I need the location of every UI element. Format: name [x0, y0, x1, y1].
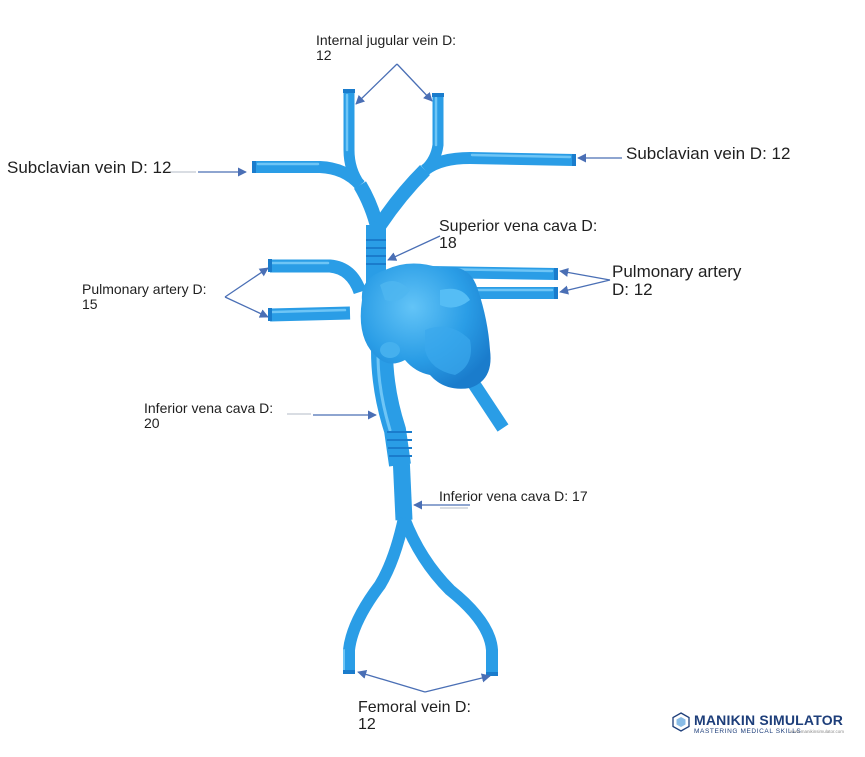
label-inferior-vena-cava-lower: Inferior vena cava D: 17: [439, 488, 588, 504]
annotation-arrows: [198, 63, 622, 693]
arrow-jugular-right: [396, 63, 433, 102]
arrow-femoral-left: [357, 669, 426, 693]
left-pulmonary-artery-upper: [270, 259, 367, 295]
arrow-svc: [387, 235, 441, 261]
label-internal-jugular-vein: Internal jugular vein D: 12: [316, 33, 456, 62]
inferior-vena-cava-lower: [392, 454, 413, 521]
descending-stub: [464, 374, 509, 432]
label-pulmonary-right-line2: D: 12: [612, 279, 653, 299]
right-femoral-vein: [398, 515, 498, 674]
label-superior-vena-cava: Superior vena cava D: 18: [439, 218, 598, 253]
label-ivc-upper-line2: 20: [144, 414, 160, 431]
label-svc-line2: 18: [439, 234, 457, 252]
label-internal-jugular-line2: 12: [316, 46, 332, 63]
ivc-connector-rings: [387, 431, 412, 457]
label-pulmonary-right-line1: Pulmonary artery: [612, 262, 742, 281]
logo-brand-text: MANIKIN SIMULATOR: [694, 712, 844, 728]
logo-url: www.manikinsimulator.com: [790, 729, 845, 734]
svc-connector-rings: [366, 239, 386, 265]
label-ivc-upper-line1: Inferior vena cava D:: [144, 400, 274, 416]
left-pulmonary-artery-lower: [269, 306, 351, 322]
arrow-pulmonary-left-lower: [224, 296, 269, 318]
label-internal-jugular-line1: Internal jugular vein D:: [316, 32, 457, 48]
logo-tagline: MASTERING MEDICAL SKILLS: [694, 728, 802, 735]
label-pulmonary-artery-right: Pulmonary artery D: 12: [612, 263, 741, 299]
label-smudges: [170, 171, 468, 509]
heart-model: [360, 263, 491, 389]
logo-mark-icon: [672, 712, 690, 732]
left-subclavian-vein: [254, 161, 365, 190]
left-femoral-vein: [343, 516, 410, 672]
right-brachiocephalic-vein: [374, 165, 430, 229]
label-pulmonary-left-line1: Pulmonary artery D:: [82, 281, 207, 297]
arrow-femoral-right: [424, 673, 491, 693]
label-pulmonary-left-line2: 15: [82, 295, 98, 312]
arrow-pulmonary-right-upper: [559, 267, 611, 281]
label-femoral-line1: Femoral vein D:: [358, 699, 471, 716]
arrow-pulmonary-right-lower: [559, 279, 611, 295]
manikin-simulator-logo: MANIKIN SIMULATOR MASTERING MEDICAL SKIL…: [672, 711, 845, 737]
vessel-caps: [252, 89, 576, 676]
label-inferior-vena-cava-upper: Inferior vena cava D: 20: [144, 401, 273, 430]
left-brachiocephalic-vein: [353, 181, 385, 232]
right-subclavian-vein: [421, 152, 575, 175]
label-subclavian-vein-left: Subclavian vein D: 12: [7, 158, 172, 177]
label-subclavian-vein-right: Subclavian vein D: 12: [626, 144, 791, 163]
label-femoral-vein: Femoral vein D: 12: [358, 699, 471, 734]
label-svc-line1: Superior vena cava D:: [439, 218, 598, 235]
arrow-pulmonary-left-upper: [224, 267, 269, 298]
arrow-jugular-left: [355, 63, 398, 105]
label-femoral-line2: 12: [358, 715, 376, 733]
vessel-tree: [254, 92, 575, 674]
label-pulmonary-artery-left: Pulmonary artery D: 15: [82, 282, 206, 311]
